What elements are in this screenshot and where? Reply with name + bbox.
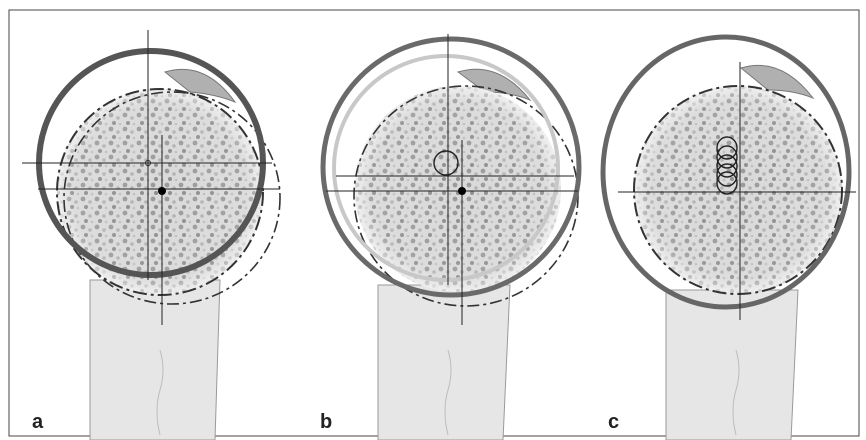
panel-label-b: b bbox=[320, 411, 332, 434]
femoral-neck-shaft bbox=[90, 280, 220, 440]
center-point bbox=[458, 187, 466, 195]
femoral-neck-shaft bbox=[378, 285, 510, 440]
panel-a: a bbox=[10, 0, 298, 440]
panel-a-drawing bbox=[10, 0, 298, 440]
panel-label-a: a bbox=[32, 411, 43, 434]
panel-label-c: c bbox=[608, 411, 619, 434]
panel-c-drawing bbox=[586, 0, 858, 440]
panel-c: c bbox=[586, 0, 866, 440]
center-point bbox=[158, 187, 166, 195]
panel-b-drawing bbox=[298, 0, 586, 440]
panel-b: b bbox=[298, 0, 586, 440]
femoral-neck-shaft bbox=[666, 290, 798, 440]
